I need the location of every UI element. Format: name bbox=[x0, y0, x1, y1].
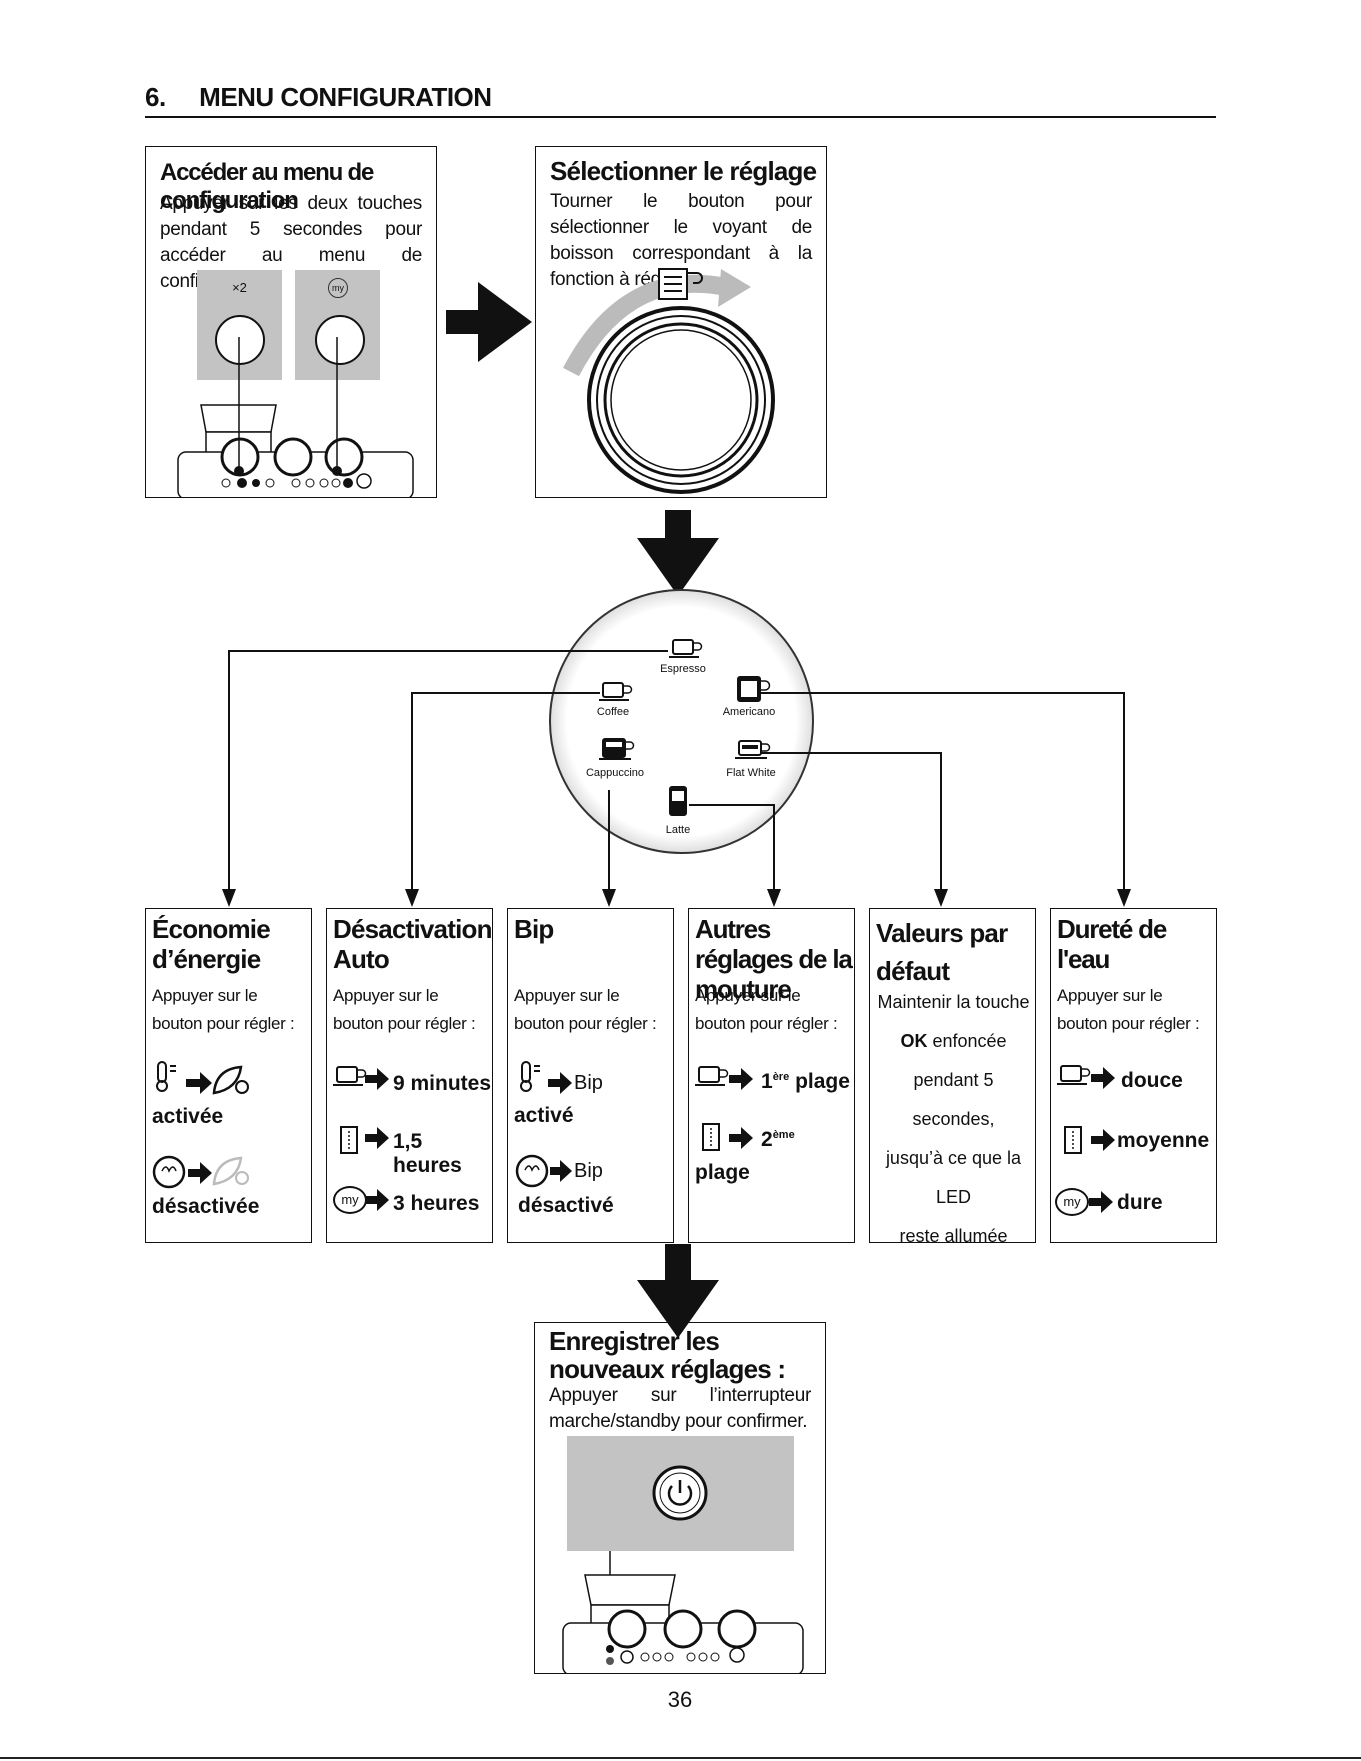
leaf-eco-icon bbox=[212, 1065, 249, 1095]
section-number: 6. bbox=[145, 82, 166, 112]
select-setting-text: Tourner le bouton pour sélectionner le v… bbox=[550, 191, 812, 290]
water-hardness-box: Dureté de l'eau Appuyer sur le bouton po… bbox=[1050, 908, 1217, 1243]
arrow-right-small-icon bbox=[365, 1068, 389, 1090]
section-heading: 6. MENU CONFIGURATION bbox=[145, 82, 492, 113]
grind-icon bbox=[340, 1126, 358, 1154]
water-hardness-text: Appuyer sur le bouton pour régler : bbox=[1057, 986, 1200, 1033]
grind-range-1: 1ère plage bbox=[761, 1070, 850, 1093]
beep-title: Bip bbox=[514, 914, 554, 944]
machine-illustration-bottom bbox=[562, 1551, 804, 1673]
access-config-title: Accéder au menu de configuration bbox=[160, 159, 374, 214]
my-icon: my bbox=[1055, 1188, 1089, 1216]
water-hardness-title: Dureté de l'eau bbox=[1057, 914, 1167, 974]
cup-icon bbox=[333, 1066, 367, 1086]
grind-icon bbox=[1064, 1126, 1082, 1154]
auto-off-title: Désactivation Auto bbox=[333, 914, 492, 974]
auto-off-text: Appuyer sur le bouton pour régler : bbox=[333, 986, 476, 1033]
arrow-right-small-icon-3 bbox=[365, 1189, 389, 1211]
energy-saving-off: désactivée bbox=[152, 1195, 260, 1218]
save-settings-title: Enregistrer les nouveaux réglages : bbox=[549, 1326, 786, 1384]
grind-settings-box: Autres réglages de la mouture Appuyer su… bbox=[688, 908, 855, 1243]
factory-reset-text: Maintenir la touche OK enfoncée pendant … bbox=[877, 992, 1030, 1243]
beep-on-label: Bip bbox=[574, 1072, 603, 1094]
key-right-button[interactable] bbox=[315, 315, 365, 365]
page-number: 36 bbox=[667, 1687, 693, 1712]
cup-icon bbox=[695, 1066, 729, 1086]
thermometer-icon bbox=[520, 1061, 540, 1092]
auto-off-3-hours: 3 heures bbox=[393, 1192, 480, 1215]
access-config-box: Accéder au menu de configuration Appuyer… bbox=[145, 146, 437, 498]
arrow-right-small-icon-2 bbox=[1091, 1129, 1115, 1151]
cup-icon bbox=[1057, 1065, 1091, 1085]
energy-saving-text: Appuyer sur le bouton pour régler : bbox=[152, 986, 295, 1033]
eco-cycle-icon bbox=[515, 1154, 549, 1188]
energy-saving-box: Économie d’énergie Appuyer sur le bouton… bbox=[145, 908, 312, 1243]
beep-text: Appuyer sur le bouton pour régler : bbox=[514, 986, 657, 1033]
auto-off-box: Désactivation Auto Appuyer sur le bouton… bbox=[326, 908, 493, 1243]
power-icon[interactable] bbox=[652, 1465, 708, 1521]
heading-rule bbox=[145, 116, 1216, 118]
section-title: MENU CONFIGURATION bbox=[199, 82, 492, 112]
arrow-down-icon bbox=[637, 510, 719, 596]
rotary-knob-illustration bbox=[563, 268, 775, 494]
coffee-label: Coffee bbox=[596, 706, 630, 718]
coffee-cup-icon bbox=[599, 682, 633, 701]
beep-on: activé bbox=[514, 1104, 574, 1127]
select-setting-box: Sélectionner le réglage Tourner le bouto… bbox=[535, 146, 827, 498]
flat-white-label: Flat White bbox=[726, 767, 776, 779]
energy-saving-on: activée bbox=[152, 1105, 224, 1128]
machine-illustration-top bbox=[177, 337, 414, 497]
hardness-soft: douce bbox=[1121, 1069, 1183, 1092]
hardness-hard: dure bbox=[1117, 1191, 1163, 1214]
auto-off-9-minutes: 9 minutes bbox=[393, 1072, 492, 1095]
americano-cup-icon bbox=[737, 676, 771, 702]
cappuccino-cup-icon bbox=[599, 738, 635, 760]
latte-glass-icon bbox=[669, 786, 687, 816]
arrow-right-small-icon bbox=[729, 1068, 753, 1090]
key-left-button[interactable] bbox=[215, 315, 265, 365]
select-setting-title: Sélectionner le réglage bbox=[550, 156, 817, 186]
grind-settings-title: Autres réglages de la mouture bbox=[695, 914, 853, 1004]
eco-cycle-icon bbox=[152, 1155, 186, 1189]
arrow-right-icon bbox=[446, 282, 532, 362]
key-left-panel: ×2 bbox=[197, 270, 282, 380]
arrow-right-small-icon-2 bbox=[729, 1127, 753, 1149]
arrow-right-small-icon bbox=[548, 1072, 572, 1094]
beep-box: Bip Appuyer sur le bouton pour régler : … bbox=[507, 908, 674, 1243]
americano-label: Americano bbox=[722, 706, 776, 718]
save-settings-text: Appuyer sur l’interrupteur marche/standb… bbox=[549, 1385, 811, 1432]
beep-off-label: Bip bbox=[574, 1160, 603, 1182]
factory-reset-title: Valeurs par défaut bbox=[876, 918, 1008, 986]
grind-range-2-word: plage bbox=[695, 1161, 750, 1184]
latte-label: Latte bbox=[665, 824, 691, 836]
x2-label: ×2 bbox=[232, 280, 247, 295]
beverage-dial[interactable]: Espresso Coffee Americano Cappuccino Fla… bbox=[549, 589, 814, 854]
arrow-right-small-icon-2 bbox=[365, 1127, 389, 1149]
auto-off-1-5-hours: 1,5 heures bbox=[393, 1130, 462, 1177]
flat-white-cup-icon bbox=[735, 740, 771, 759]
grind-settings-text: Appuyer sur le bouton pour régler : bbox=[695, 986, 838, 1033]
espresso-cup-icon bbox=[669, 639, 703, 658]
espresso-label: Espresso bbox=[660, 663, 706, 675]
grind-icon bbox=[702, 1123, 720, 1151]
leaf-eco-off-icon bbox=[212, 1156, 249, 1186]
save-settings-box: Enregistrer les nouveaux réglages : Appu… bbox=[534, 1322, 826, 1674]
grind-range-2: 2ème bbox=[761, 1128, 795, 1151]
arrow-right-small-icon bbox=[186, 1072, 212, 1094]
arrow-right-small-icon-2 bbox=[188, 1162, 212, 1184]
energy-saving-title: Économie d’énergie bbox=[152, 914, 271, 974]
power-button-panel bbox=[567, 1436, 794, 1551]
beep-off: désactivé bbox=[518, 1194, 614, 1217]
arrow-right-small-icon-2 bbox=[550, 1160, 572, 1182]
arrow-right-small-icon bbox=[1091, 1067, 1115, 1089]
cappuccino-label: Cappuccino bbox=[585, 767, 645, 779]
bottom-rule bbox=[0, 1757, 1361, 1759]
my-icon: my bbox=[328, 278, 348, 298]
arrow-down-icon-2 bbox=[637, 1244, 719, 1338]
hardness-medium: moyenne bbox=[1117, 1129, 1210, 1152]
thermometer-icon bbox=[156, 1061, 176, 1092]
arrow-right-small-icon-3 bbox=[1089, 1191, 1113, 1213]
my-icon: my bbox=[333, 1186, 367, 1214]
factory-reset-box: Valeurs par défaut Maintenir la touche O… bbox=[869, 908, 1036, 1243]
